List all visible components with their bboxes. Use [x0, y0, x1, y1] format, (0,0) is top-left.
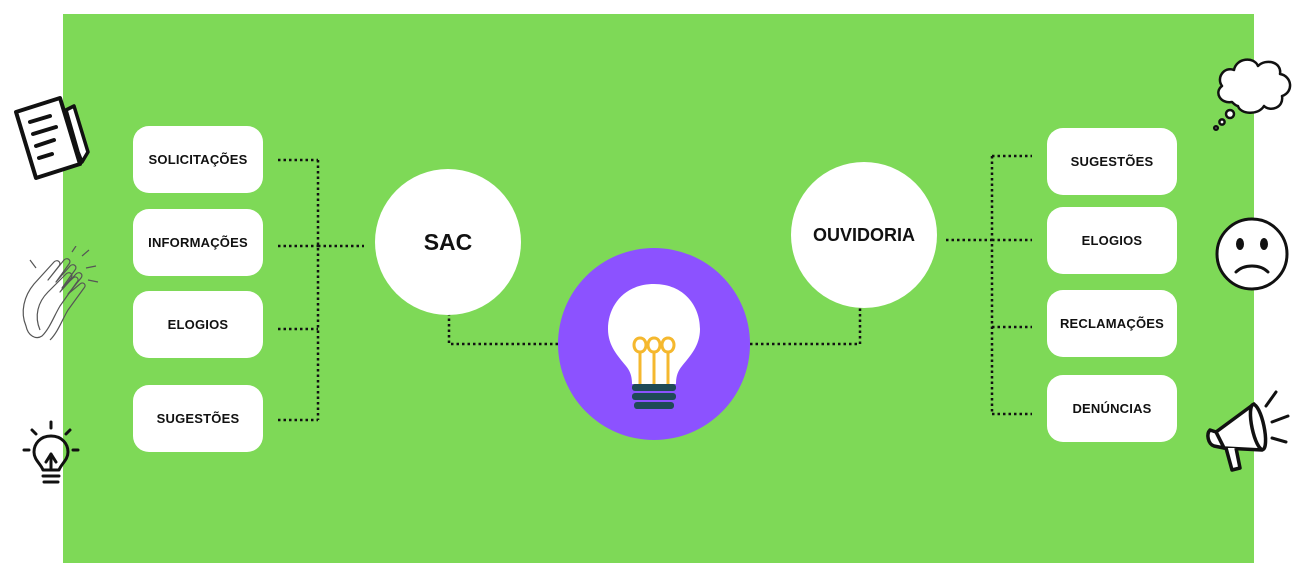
lightbulb-icon	[608, 284, 700, 409]
label-sugestoes-right: SUGESTÕES	[1070, 154, 1154, 169]
sad-face-icon	[1215, 217, 1289, 291]
ouvidoria-label: OUVIDORIA	[812, 224, 915, 245]
label-solicitacoes: SOLICITAÇÕES	[148, 152, 248, 167]
box-reclamacoes: RECLAMAÇÕES	[1047, 290, 1177, 357]
box-denuncias: DENÚNCIAS	[1047, 375, 1177, 442]
box-elogios-left: ELOGIOS	[133, 291, 263, 358]
label-sugestoes-left: SUGESTÕES	[156, 411, 240, 426]
clapping-hands-icon	[22, 246, 99, 341]
ouvidoria-node: OUVIDORIA	[791, 162, 937, 308]
label-informacoes: INFORMAÇÕES	[148, 235, 248, 250]
notepad-pen-icon	[14, 96, 90, 180]
box-sugestoes-left: SUGESTÕES	[133, 385, 263, 452]
box-elogios-right: ELOGIOS	[1047, 207, 1177, 274]
megaphone-icon	[1206, 390, 1290, 472]
box-solicitacoes: SOLICITAÇÕES	[133, 126, 263, 193]
box-informacoes: INFORMAÇÕES	[133, 209, 263, 276]
sac-label: SAC	[423, 228, 473, 255]
label-reclamacoes: RECLAMAÇÕES	[1059, 316, 1165, 331]
sac-node: SAC	[375, 169, 521, 315]
label-denuncias: DENÚNCIAS	[1072, 401, 1152, 416]
small-lightbulb-icon	[22, 420, 80, 484]
box-sugestoes-right: SUGESTÕES	[1047, 128, 1177, 195]
label-elogios-left: ELOGIOS	[167, 317, 229, 332]
center-node	[558, 248, 750, 440]
thought-cloud-icon	[1212, 58, 1292, 132]
label-elogios-right: ELOGIOS	[1081, 233, 1143, 248]
